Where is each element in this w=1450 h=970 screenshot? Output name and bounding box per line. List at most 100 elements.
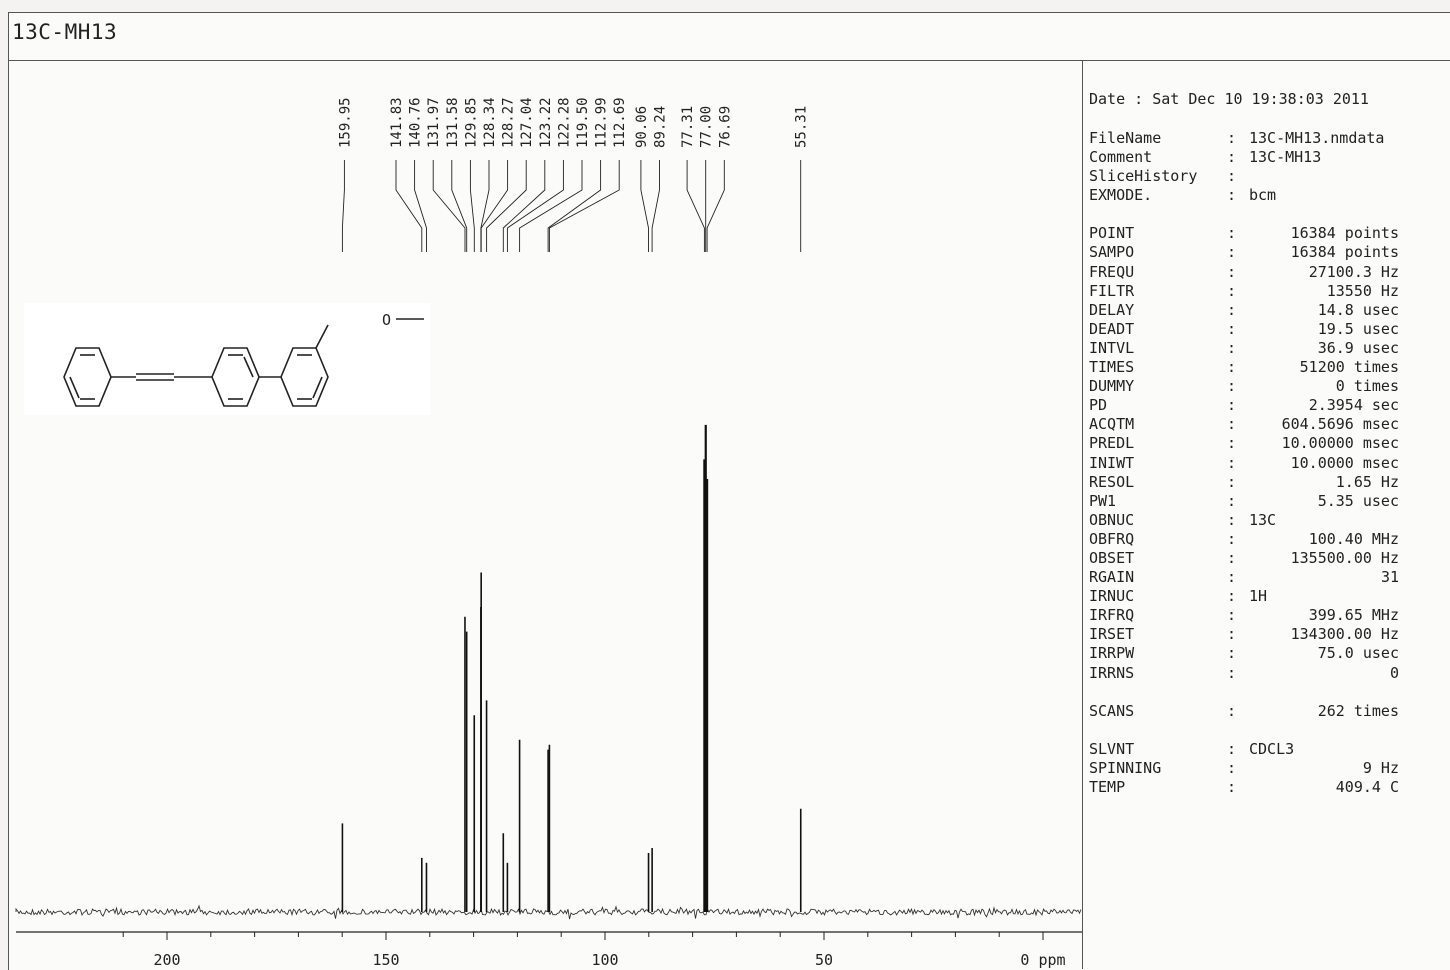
parameter-key: DELAY bbox=[1089, 300, 1135, 319]
peak-label: 129.85 bbox=[463, 97, 479, 148]
parameter-value: 100.40 MHz bbox=[1308, 529, 1399, 548]
parameter-colon: : bbox=[1227, 777, 1237, 796]
x-tick-label: 0 ppm bbox=[1020, 951, 1065, 969]
parameter-colon: : bbox=[1227, 281, 1237, 300]
parameter-key: TIMES bbox=[1089, 358, 1135, 377]
parameter-value: 5.35 usec bbox=[1317, 491, 1399, 510]
parameter-key: TEMP bbox=[1089, 777, 1126, 796]
parameter-value: 409.4 C bbox=[1335, 777, 1399, 796]
parameter-key: DEADT bbox=[1089, 319, 1135, 338]
date-row: Date : Sat Dec 10 19:38:03 2011 bbox=[1089, 90, 1369, 108]
acquisition-parameters: Date : Sat Dec 10 19:38:03 2011 FileName… bbox=[1089, 90, 1429, 797]
parameter-key: SLVNT bbox=[1089, 739, 1135, 758]
peak-label: 89.24 bbox=[653, 106, 669, 148]
parameter-colon: : bbox=[1227, 472, 1237, 491]
parameter-value: 2.3954 sec bbox=[1308, 396, 1399, 415]
oxygen-label: O bbox=[382, 311, 391, 329]
parameter-value: 16384 points bbox=[1290, 224, 1399, 243]
parameter-row: OBSET:135500.00 Hz bbox=[1089, 549, 1429, 568]
parameter-colon: : bbox=[1227, 167, 1237, 186]
parameter-key: INIWT bbox=[1089, 453, 1135, 472]
parameter-value: 19.5 usec bbox=[1317, 319, 1399, 338]
parameter-value: 134300.00 Hz bbox=[1290, 625, 1399, 644]
parameter-row: SliceHistory: bbox=[1089, 167, 1429, 186]
molecule-structure: O bbox=[24, 303, 430, 415]
peak-label-connector bbox=[548, 160, 620, 252]
parameter-row: INTVL:36.9 usec bbox=[1089, 339, 1429, 358]
parameter-key: PW1 bbox=[1089, 491, 1117, 510]
parameter-colon: : bbox=[1227, 396, 1237, 415]
parameter-value: 36.9 usec bbox=[1317, 338, 1399, 357]
parameter-value: 0 bbox=[1389, 663, 1399, 682]
parameter-key: SPINNING bbox=[1089, 758, 1162, 777]
biphenyl-ring-1 bbox=[211, 347, 260, 407]
peak-label: 77.31 bbox=[680, 106, 696, 148]
parameter-key: SliceHistory bbox=[1089, 167, 1198, 186]
parameter-row: RGAIN:31 bbox=[1089, 568, 1429, 587]
parameter-key: OBSET bbox=[1089, 548, 1135, 567]
parameter-row: OBFRQ:100.40 MHz bbox=[1089, 530, 1429, 549]
parameter-key: FREQU bbox=[1089, 262, 1135, 281]
parameter-row: PW1:5.35 usec bbox=[1089, 492, 1429, 511]
parameter-row: INIWT:10.0000 msec bbox=[1089, 454, 1429, 473]
parameter-row: IRRPW:75.0 usec bbox=[1089, 644, 1429, 663]
peak-label: 55.31 bbox=[794, 106, 810, 148]
parameter-colon: : bbox=[1227, 587, 1237, 606]
parameter-row: POINT: 16384 points bbox=[1089, 224, 1429, 243]
parameter-colon: : bbox=[1227, 358, 1237, 377]
parameter-row: RESOL:1.65 Hz bbox=[1089, 473, 1429, 492]
peak-label: 131.97 bbox=[426, 97, 442, 148]
parameter-colon: : bbox=[1227, 739, 1237, 758]
parameter-value: bcm bbox=[1249, 186, 1277, 205]
peak-label: 127.04 bbox=[519, 97, 535, 148]
parameter-value: 1H bbox=[1249, 587, 1268, 606]
parameter-value: 13550 Hz bbox=[1326, 281, 1399, 300]
x-tick-label: 150 bbox=[372, 951, 399, 969]
parameter-key: PD bbox=[1089, 396, 1108, 415]
parameter-key: POINT bbox=[1089, 224, 1135, 243]
parameter-row: DEADT: 19.5 usec bbox=[1089, 320, 1429, 339]
parameter-group-gap bbox=[1089, 683, 1429, 702]
parameter-row: SCANS:262 times bbox=[1089, 702, 1429, 721]
peak-label-connector bbox=[486, 160, 527, 252]
parameter-colon: : bbox=[1227, 434, 1237, 453]
peak-label-connectors bbox=[341, 160, 802, 252]
peak-label-connector bbox=[451, 160, 468, 252]
parameter-value: 27100.3 Hz bbox=[1308, 262, 1399, 281]
parameter-colon: : bbox=[1227, 548, 1237, 567]
parameter-group-gap bbox=[1089, 205, 1429, 224]
date-label: Date bbox=[1089, 90, 1126, 108]
parameter-colon: : bbox=[1227, 606, 1237, 625]
parameter-row: FileName:13C-MH13.nmdata bbox=[1089, 129, 1429, 148]
peak-label-connector bbox=[706, 160, 725, 252]
parameter-value: 13C bbox=[1249, 510, 1277, 529]
methoxyphenyl-ring bbox=[280, 347, 329, 407]
parameter-row: FILTR:13550 Hz bbox=[1089, 282, 1429, 301]
peak-label-connector bbox=[640, 160, 649, 252]
molecule-drawing: O bbox=[63, 311, 424, 407]
parameter-colon: : bbox=[1227, 453, 1237, 472]
peak-label: 141.83 bbox=[389, 97, 405, 148]
parameter-value: 13C-MH13.nmdata bbox=[1249, 129, 1385, 147]
parameter-value: 13C-MH13 bbox=[1249, 148, 1322, 167]
parameter-colon: : bbox=[1227, 529, 1237, 548]
parameter-key: RESOL bbox=[1089, 472, 1135, 491]
parameter-colon: : bbox=[1227, 701, 1237, 720]
parameter-colon: : bbox=[1227, 224, 1237, 243]
parameter-key: ACQTM bbox=[1089, 415, 1135, 434]
parameter-colon: : bbox=[1227, 644, 1237, 663]
parameter-key: SAMPO bbox=[1089, 243, 1135, 262]
parameter-colon: : bbox=[1227, 148, 1237, 167]
parameter-key: IRRPW bbox=[1089, 644, 1135, 663]
date-value: Sat Dec 10 19:38:03 2011 bbox=[1152, 90, 1369, 108]
parameter-colon: : bbox=[1227, 300, 1237, 319]
parameter-colon: : bbox=[1227, 319, 1237, 338]
peak-label: 122.28 bbox=[556, 97, 572, 148]
parameter-row: OBNUC:13C bbox=[1089, 511, 1429, 530]
parameter-row: EXMODE.:bcm bbox=[1089, 186, 1429, 205]
parameter-value: 399.65 MHz bbox=[1308, 606, 1399, 625]
peak-label: 112.69 bbox=[612, 97, 628, 148]
peak-label: 128.34 bbox=[482, 97, 498, 148]
